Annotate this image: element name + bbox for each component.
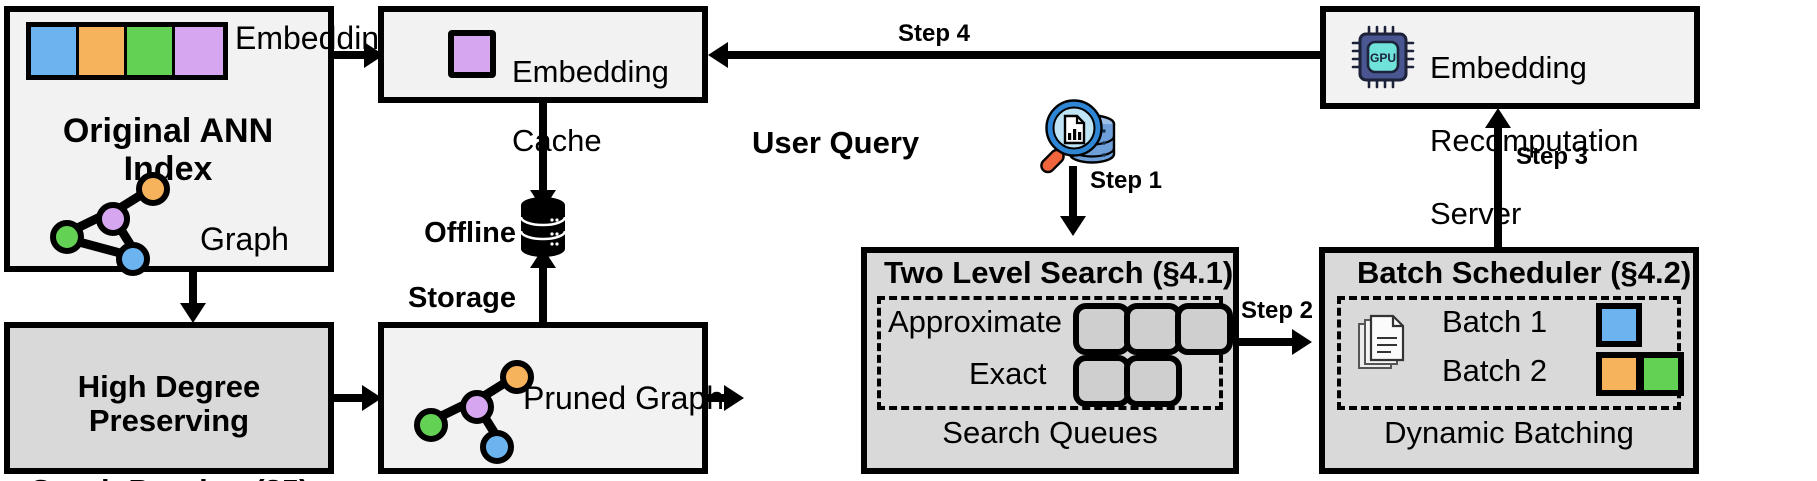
graph-node-green — [414, 408, 448, 442]
two-level-search-title: Two Level Search (§4.1) — [884, 255, 1234, 290]
connector-cache-to-storage — [539, 103, 547, 193]
batch-1-square-blue — [1596, 303, 1642, 347]
embedding-cache-line1: Embedding — [512, 53, 669, 89]
pruned-graph-box — [378, 322, 708, 474]
step-4-label: Step 4 — [898, 20, 971, 47]
connector-pruning-to-pruned-graph — [334, 394, 372, 402]
offline-storage-label: Offline Storage — [398, 185, 516, 315]
connector-step4 — [720, 51, 1320, 59]
embedding-vector-strip — [26, 22, 228, 80]
arrow-head-left — [708, 42, 728, 68]
gpu-chip-icon: GPU — [1350, 24, 1416, 90]
embedding-cache-line2: Cache — [512, 123, 602, 159]
original-graph-widget — [40, 168, 170, 276]
batch-2-label: Batch 2 — [1442, 353, 1548, 388]
embedding-cell-2 — [79, 27, 127, 75]
graph-pruning-title: High Degree Preserving Graph Pruning (§5… — [10, 335, 328, 481]
exact-slot-1 — [1073, 355, 1131, 407]
approximate-slot-2 — [1124, 303, 1182, 355]
embedding-cache-chip — [448, 30, 496, 78]
graph-node-orange — [500, 360, 534, 394]
arrow-head-up — [530, 248, 556, 268]
embedding-cache-box — [378, 6, 708, 103]
arrow-head-up — [1485, 108, 1511, 128]
approximate-slot-3 — [1175, 303, 1233, 355]
batch-2-square-green — [1638, 352, 1684, 396]
connector-pruned-graph-to-storage — [539, 262, 547, 322]
arrow-head-right — [1292, 329, 1312, 355]
embedding-cell-1 — [31, 27, 79, 75]
recompute-server-title: Embedding Recomputation Server — [1430, 13, 1692, 232]
pruned-graph-widget — [404, 356, 534, 464]
connector-index-to-cache — [334, 51, 376, 59]
graph-pruning-line2: Graph Pruning (§5) — [29, 473, 310, 481]
recompute-server-line2: Recomputation — [1430, 122, 1639, 158]
graph-label: Graph — [200, 221, 289, 257]
step-1-label: Step 1 — [1090, 167, 1163, 194]
graph-node-green — [50, 220, 84, 254]
graph-node-purple — [460, 390, 494, 424]
graph-node-orange — [136, 172, 170, 206]
search-queues-footer: Search Queues — [942, 415, 1158, 450]
dynamic-batching-footer: Dynamic Batching — [1384, 415, 1634, 450]
arrow-head-right — [724, 385, 744, 411]
query-search-database-icon — [1040, 98, 1124, 178]
exact-slot-2 — [1124, 355, 1182, 407]
offline-storage-line1: Offline — [424, 217, 516, 250]
arrow-head-down — [1060, 216, 1086, 236]
offline-storage-line2: Storage — [408, 282, 516, 315]
recompute-server-line3: Server — [1430, 195, 1522, 231]
connector-pruned-graph-to-search — [708, 394, 736, 402]
batch-2-square-orange — [1596, 352, 1642, 396]
connector-index-to-pruning — [189, 272, 197, 306]
approximate-row-label: Approximate — [888, 304, 1063, 339]
database-icon — [518, 196, 568, 258]
arrow-head-right — [362, 385, 382, 411]
approximate-slot-1 — [1073, 303, 1131, 355]
exact-row-label: Exact — [969, 356, 1047, 391]
recompute-server-line1: Embedding — [1430, 49, 1587, 85]
step-3-label: Step 3 — [1516, 143, 1589, 170]
batch-1-label: Batch 1 — [1442, 304, 1548, 339]
graph-pruning-box — [4, 322, 334, 474]
embedding-cell-4 — [175, 27, 223, 75]
original-ann-index-title: Original ANN Index — [62, 112, 274, 189]
svg-text:GPU: GPU — [1370, 51, 1396, 65]
documents-icon — [1356, 314, 1408, 376]
arrow-head-down — [180, 303, 206, 323]
graph-node-blue — [116, 242, 150, 276]
graph-node-blue — [480, 430, 514, 464]
connector-step3 — [1494, 124, 1502, 247]
embedding-cell-3 — [127, 27, 175, 75]
step-2-label: Step 2 — [1241, 297, 1314, 324]
graph-node-purple — [96, 202, 130, 236]
embedding-cache-title: Embedding Cache — [512, 20, 698, 159]
user-query-label: User Query — [752, 125, 920, 160]
connector-step2 — [1239, 338, 1303, 346]
pruned-graph-label: Pruned Graph — [523, 380, 725, 416]
batch-scheduler-title: Batch Scheduler (§4.2) — [1357, 255, 1692, 290]
graph-pruning-line1: High Degree Preserving — [77, 368, 261, 439]
connector-step1 — [1069, 166, 1077, 220]
